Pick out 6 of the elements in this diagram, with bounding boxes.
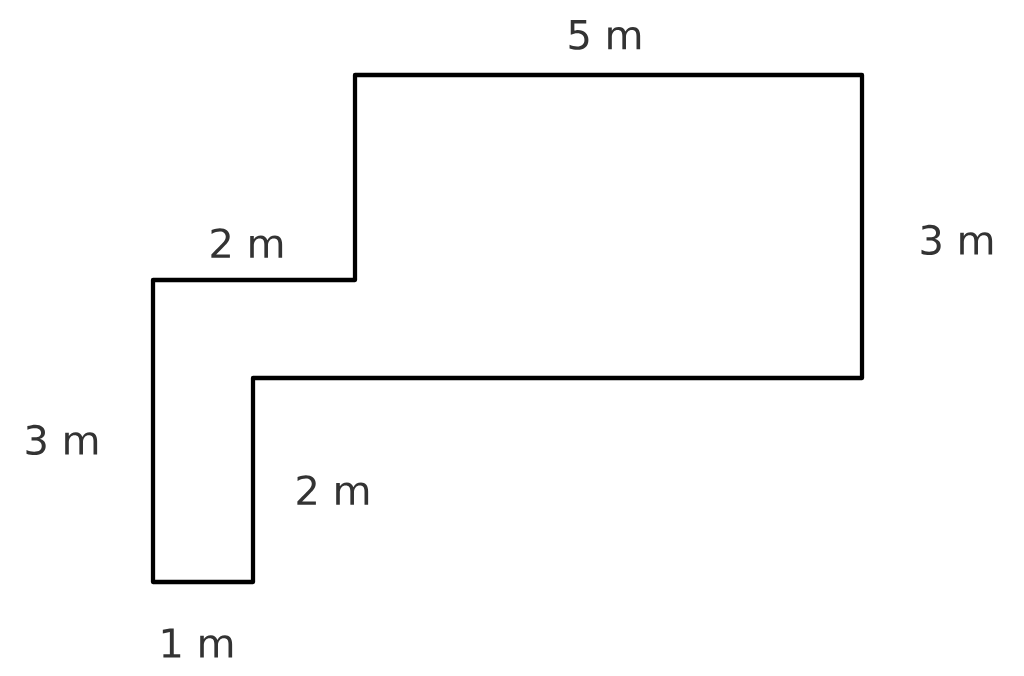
dimension-label: 5 m bbox=[569, 20, 641, 50]
dimension-label: 1 m bbox=[162, 628, 233, 658]
dimension-label: 2 m bbox=[211, 228, 283, 258]
dimension-label: 3 m bbox=[921, 224, 993, 256]
dimension-label: 3 m bbox=[26, 424, 98, 456]
dimension-label: 2 m bbox=[297, 475, 369, 505]
